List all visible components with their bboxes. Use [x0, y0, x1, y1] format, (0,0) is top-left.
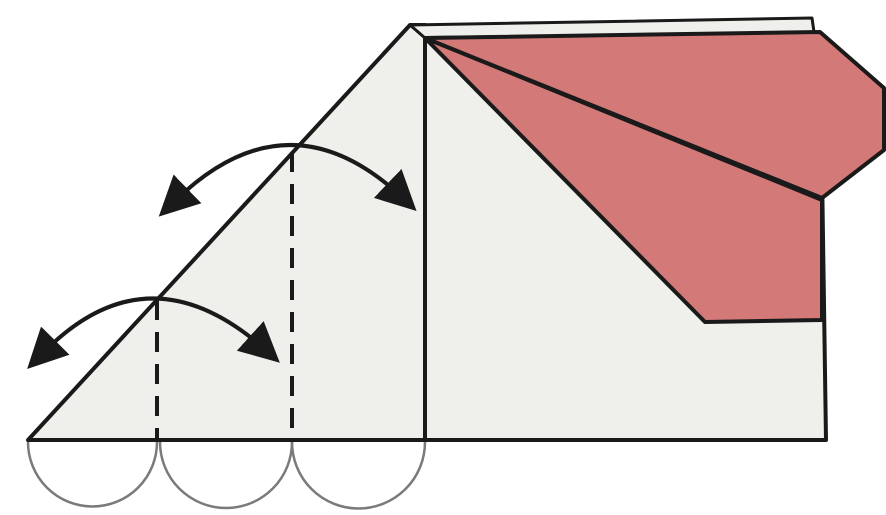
division-marks: [28, 442, 425, 509]
division-arc-2: [160, 442, 292, 508]
left-triangle-flap: [28, 25, 425, 440]
division-arc-1: [28, 442, 157, 507]
division-arc-3: [292, 442, 425, 509]
